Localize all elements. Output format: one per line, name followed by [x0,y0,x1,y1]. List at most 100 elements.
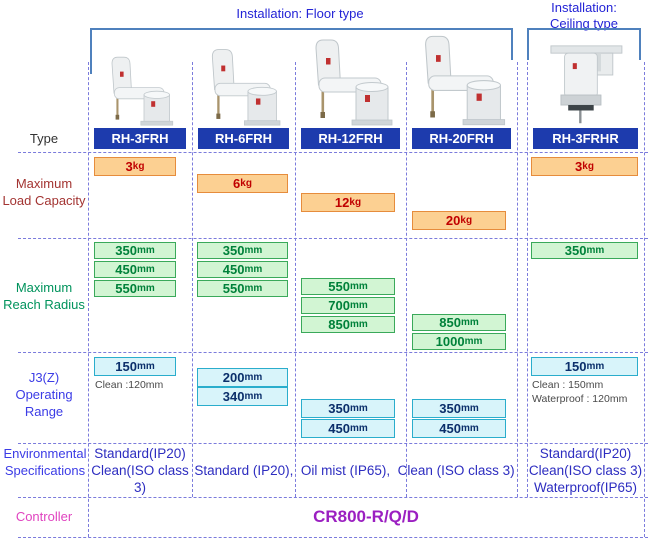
floor-scara-robot-icon [301,35,401,127]
bar-value: 20 [445,213,461,228]
env-spec-floor-merged: Standard (IP20), Oil mist (IP65), Clean … [194,462,515,478]
bar-value: 200 [222,370,245,385]
grid-vline [88,62,89,537]
j3-variant-note: Waterproof : 120mm [532,393,628,405]
bar-value: 340 [222,389,245,404]
bar-unit: mm [136,361,155,372]
bar-value: 450 [115,262,137,277]
model-badge: RH-3FRHR [533,128,638,149]
bar-value: 150 [115,359,137,374]
bar-value: 350 [222,243,245,258]
ceiling-type-bracket [527,28,639,30]
ceiling-scara-robot-icon [540,43,631,127]
bar-value: 6 [233,176,241,191]
j3-variant-note: Clean : 150mm [532,379,604,391]
bar-unit: mm [136,283,155,294]
bar-unit: mm [460,317,479,328]
bar-unit: kg [582,161,594,172]
grid-hline [18,537,648,538]
bar-unit: kg [240,178,252,189]
bar-unit: mm [349,403,368,414]
model-badge: RH-6FRH [198,128,289,149]
grid-hline [18,238,648,239]
floor-scara-robot-icon [100,53,180,127]
bar-value: 3 [125,159,133,174]
bar-unit: mm [244,372,263,383]
bar-value: 550 [328,279,350,294]
row-label-type: Type [29,131,59,146]
grid-vline [295,62,296,497]
env-spec-cell: Standard(IP20) Clean(ISO class 3) Waterp… [528,445,643,495]
grid-hline [18,152,648,153]
bar-unit: mm [244,264,263,275]
ceiling-installation-label: Installation: Ceiling type [550,0,618,31]
grid-hline [18,497,648,498]
grid-vline [517,62,518,497]
bar-value: 450 [439,421,461,436]
grid-vline [527,62,528,497]
ceiling-type-bracket [639,28,641,60]
bar-unit: kg [349,197,362,208]
controller-value: CR800-R/Q/D [313,507,419,526]
bar-unit: mm [136,264,155,275]
bar-value: 550 [115,281,137,296]
ceiling-type-bracket [527,28,529,60]
j3-variant-note: Clean :120mm [95,379,164,391]
bar-unit: mm [464,336,483,347]
bar-value: 450 [328,421,350,436]
bar-unit: mm [244,245,263,256]
bar-unit: mm [244,283,263,294]
row-label-reach-radius: Maximum Reach Radius [3,280,85,312]
bar-unit: mm [586,245,605,256]
row-label-load-capacity: Maximum Load Capacity [2,176,86,208]
grid-vline [644,62,645,537]
bar-unit: mm [349,423,368,434]
model-badge: RH-3FRH [94,128,186,149]
bar-value: 850 [439,315,461,330]
bar-value: 350 [439,401,461,416]
bar-unit: mm [136,245,155,256]
bar-value: 850 [328,317,350,332]
bar-value: 550 [222,281,245,296]
bar-unit: mm [349,300,368,311]
env-spec-cell: Standard(IP20) Clean(ISO class 3) [91,445,189,495]
floor-scara-robot-icon [199,45,288,127]
floor-installation-label: Installation: Floor type [236,6,364,21]
bar-unit: mm [460,403,479,414]
bar-unit: mm [586,361,605,372]
grid-vline [406,62,407,497]
floor-type-bracket [511,28,513,60]
bar-unit: kg [460,215,473,226]
bar-value: 350 [328,401,350,416]
bar-unit: mm [460,423,479,434]
row-label-controller: Controller [15,509,73,524]
model-badge: RH-20FRH [412,128,511,149]
grid-hline [18,352,648,353]
grid-hline [18,443,648,444]
bar-value: 350 [564,243,587,258]
